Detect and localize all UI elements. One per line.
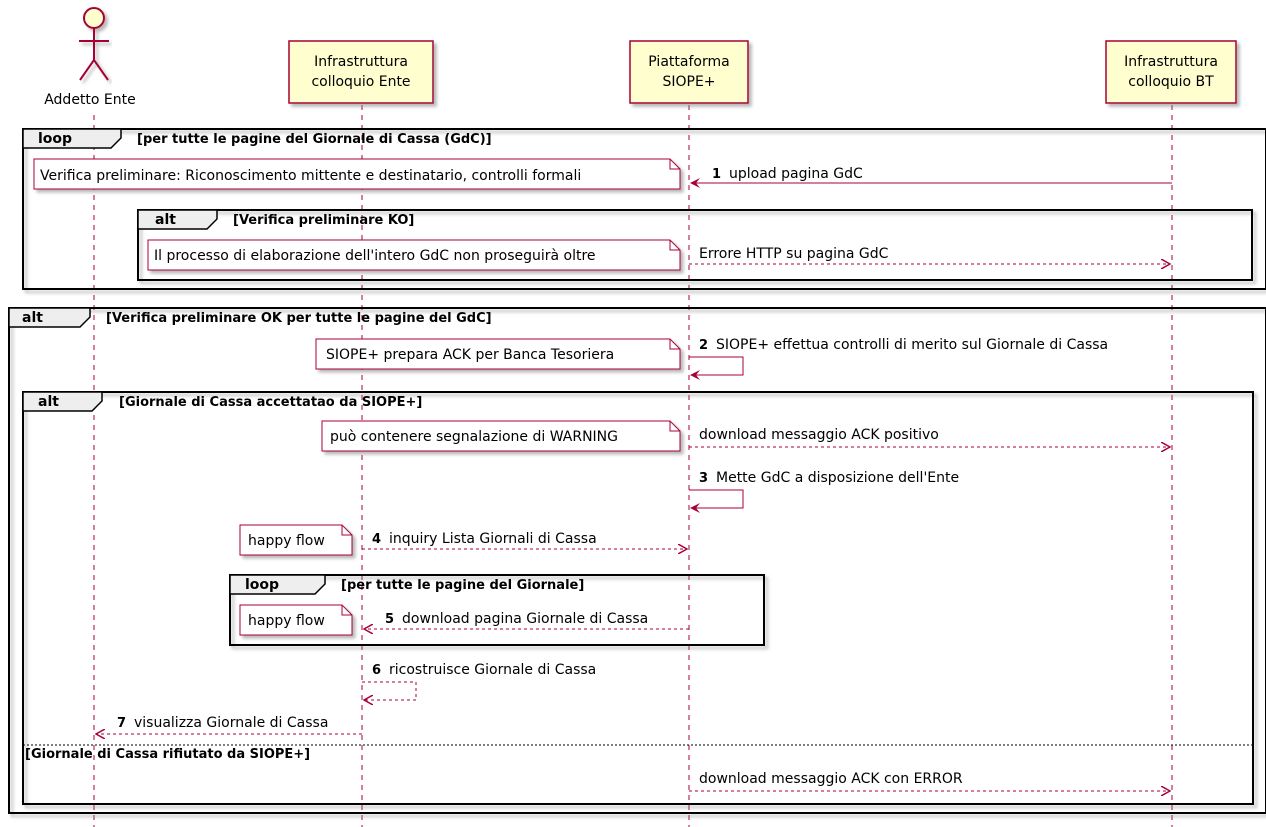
message-7-number: 7 bbox=[117, 716, 126, 731]
message-errore-http: Errore HTTP su pagina GdC bbox=[689, 246, 1170, 264]
message-errore-http-text: Errore HTTP su pagina GdC bbox=[699, 246, 889, 262]
participant-infra-bt-line1: Infrastruttura bbox=[1124, 54, 1218, 70]
note-warning-text: può contenere segnalazione di WARNING bbox=[330, 429, 618, 445]
message-4-number: 4 bbox=[372, 532, 381, 547]
participant-siope-line2: SIOPE+ bbox=[662, 74, 715, 90]
participant-infra-ente-line1: Infrastruttura bbox=[314, 54, 408, 70]
message-ack-error-text: download messaggio ACK con ERROR bbox=[699, 771, 963, 787]
note-processo-text: Il processo di elaborazione dell'intero … bbox=[154, 248, 596, 264]
note-processo: Il processo di elaborazione dell'intero … bbox=[147, 239, 681, 271]
frame-alt-ok-keyword: alt bbox=[22, 310, 43, 326]
note-happy-flow-1: happy flow bbox=[239, 524, 353, 556]
message-3: 3 Mette GdC a disposizione dell'Ente bbox=[689, 470, 959, 513]
message-5-number: 5 bbox=[385, 612, 394, 627]
message-7: 7 visualizza Giornale di Cassa bbox=[96, 715, 362, 734]
note-warning: può contenere segnalazione di WARNING bbox=[321, 420, 681, 452]
message-6-number: 6 bbox=[372, 663, 381, 678]
frame-alt-ko: alt [Verifica preliminare KO] bbox=[137, 209, 1253, 281]
message-ack-positivo-text: download messaggio ACK positivo bbox=[699, 427, 939, 443]
message-6-text: ricostruisce Giornale di Cassa bbox=[389, 662, 596, 678]
message-1: 1 upload pagina GdC bbox=[690, 166, 1172, 188]
frame-alt-accettato: alt [Giornale di Cassa accettatao da SIO… bbox=[22, 391, 1254, 805]
message-ack-positivo: download messaggio ACK positivo bbox=[689, 427, 1170, 447]
message-7-text: visualizza Giornale di Cassa bbox=[134, 715, 328, 731]
message-1-number: 1 bbox=[712, 167, 721, 182]
participant-infra-bt-line2: colloquio BT bbox=[1128, 74, 1214, 90]
frame-alt-accettato-guard: [Giornale di Cassa accettatao da SIOPE+] bbox=[119, 395, 422, 410]
note-happy-flow-2-text: happy flow bbox=[248, 613, 325, 629]
note-verifica-text: Verifica preliminare: Riconoscimento mit… bbox=[40, 168, 581, 184]
frame-alt-else-guard: [Giornale di Cassa rifiutato da SIOPE+] bbox=[25, 747, 310, 762]
frame-loop-giornale-guard: [per tutte le pagine del Giornale] bbox=[341, 578, 584, 593]
message-3-text: Mette GdC a disposizione dell'Ente bbox=[716, 470, 959, 486]
frame-alt-ok: alt [Verifica preliminare OK per tutte l… bbox=[8, 307, 1266, 814]
frame-alt-ko-keyword: alt bbox=[155, 212, 176, 228]
note-prepara-ack-text: SIOPE+ prepara ACK per Banca Tesoriera bbox=[326, 347, 614, 363]
participant-siope: Piattaforma SIOPE+ bbox=[629, 40, 749, 104]
message-1-text: upload pagina GdC bbox=[729, 166, 863, 182]
frame-loop-pages: loop [per tutte le pagine del Giornale d… bbox=[22, 128, 1266, 290]
frame-loop-giornale: loop [per tutte le pagine del Giornale] bbox=[229, 574, 765, 646]
note-prepara-ack: SIOPE+ prepara ACK per Banca Tesoriera bbox=[315, 338, 681, 370]
frame-alt-ko-guard: [Verifica preliminare KO] bbox=[233, 213, 414, 228]
message-4: 4 inquiry Lista Giornali di Cassa bbox=[362, 531, 687, 549]
frame-alt-ok-guard: [Verifica preliminare OK per tutte le pa… bbox=[106, 311, 492, 326]
note-happy-flow-2: happy flow bbox=[239, 604, 353, 636]
message-5-text: download pagina Giornale di Cassa bbox=[402, 611, 648, 627]
frame-loop-pages-keyword: loop bbox=[38, 131, 72, 147]
message-4-text: inquiry Lista Giornali di Cassa bbox=[389, 531, 597, 547]
message-2-text: SIOPE+ effettua controlli di merito sul … bbox=[716, 337, 1108, 353]
participant-infra-bt: Infrastruttura colloquio BT bbox=[1105, 40, 1237, 104]
message-2-number: 2 bbox=[699, 338, 708, 353]
frame-loop-pages-guard: [per tutte le pagine del Giornale di Cas… bbox=[137, 132, 492, 147]
frame-loop-giornale-keyword: loop bbox=[245, 577, 279, 593]
message-ack-error: download messaggio ACK con ERROR bbox=[689, 771, 1170, 791]
actor-addetto-icon bbox=[79, 7, 109, 81]
message-5: 5 download pagina Giornale di Cassa bbox=[364, 611, 689, 629]
participant-siope-line1: Piattaforma bbox=[648, 54, 729, 70]
frame-alt-accettato-keyword: alt bbox=[38, 394, 59, 410]
participant-infra-ente: Infrastruttura colloquio Ente bbox=[288, 40, 434, 104]
actor-addetto-label: Addetto Ente bbox=[44, 92, 136, 108]
note-happy-flow-1-text: happy flow bbox=[248, 533, 325, 549]
message-2: 2 SIOPE+ effettua controlli di merito su… bbox=[689, 337, 1108, 380]
message-6: 6 ricostruisce Giornale di Cassa bbox=[362, 662, 596, 700]
participant-infra-ente-line2: colloquio Ente bbox=[311, 74, 410, 90]
note-verifica: Verifica preliminare: Riconoscimento mit… bbox=[33, 158, 681, 190]
message-3-number: 3 bbox=[699, 471, 708, 486]
